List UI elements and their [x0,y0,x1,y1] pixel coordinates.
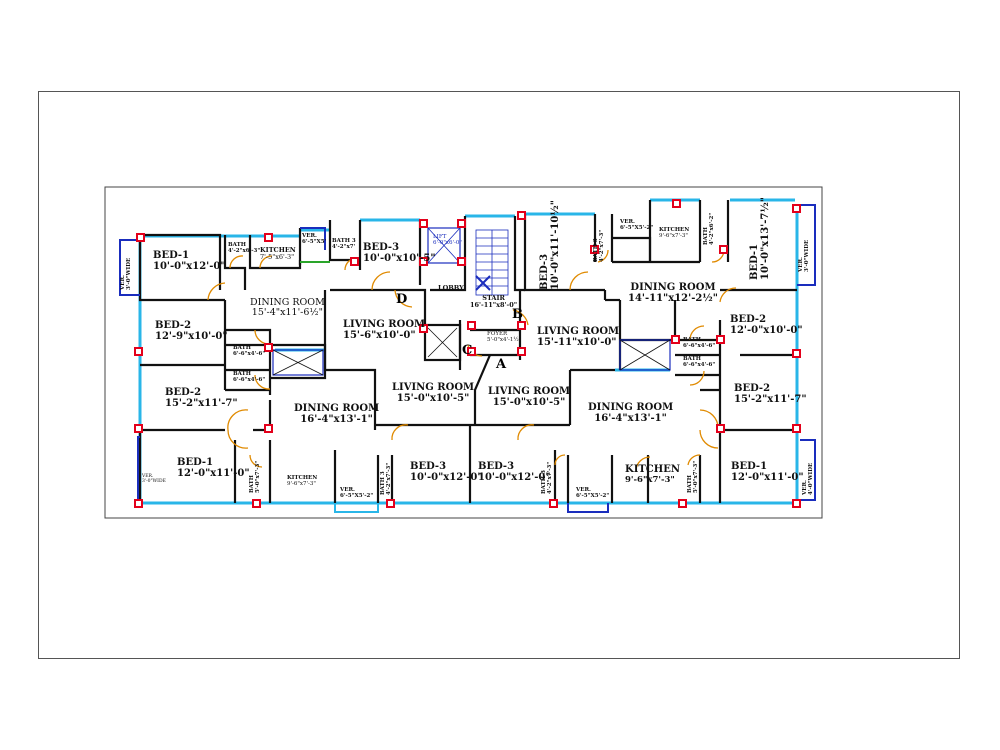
room-label: VER.6'-5"X5'-2" [340,487,374,499]
unit-letter-c: C [462,343,473,358]
room-label: LOBBY [438,284,464,292]
room-label: VER.3'-0"WIDE [120,257,132,290]
columns [134,199,801,508]
room-label: VER.6'-5"X5' [302,233,327,245]
unit-letter-b: B [512,307,523,322]
unit-letter-a: A [496,357,507,372]
walls [138,200,800,503]
plan-frame [104,186,823,519]
room-label: VER.4'-0"WIDE [802,462,814,495]
door-swings [207,249,737,471]
room-label: VER.3'-0"WIDE [798,239,810,272]
drawing-sheet-border [38,91,960,659]
room-label: VER.3'-0"WIDE [142,474,166,484]
room-label: VER.6'-5"X5'-2" [576,487,610,499]
room-label: VER.6'-5"X5'-2" [620,219,654,231]
verandas [119,204,816,513]
unit-letter-d: D [396,292,408,307]
stair-treads [475,229,509,296]
lift-void-crosses [272,227,671,376]
